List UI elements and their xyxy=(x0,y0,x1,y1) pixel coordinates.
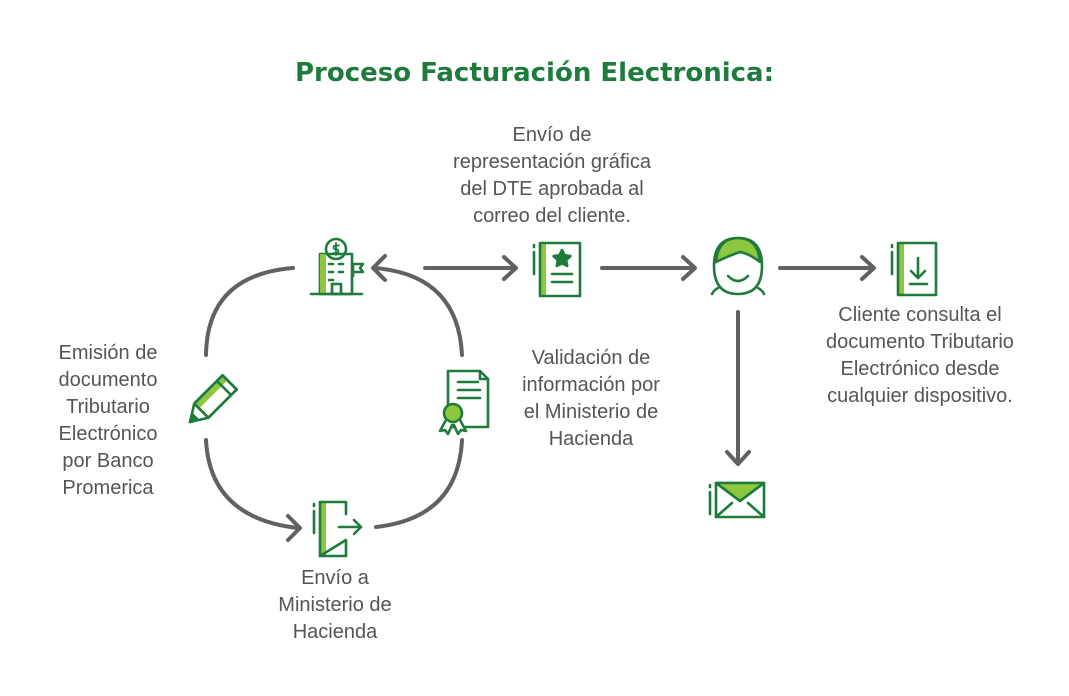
arrow-to-star-doc-head xyxy=(502,255,518,281)
arc-bottom-right xyxy=(374,438,464,529)
step-label-envio-ministerio: Envío a Ministerio de Hacienda xyxy=(278,567,392,643)
bank-building-icon xyxy=(309,237,365,296)
document-send-icon xyxy=(312,500,363,558)
arc-top-right xyxy=(373,266,464,357)
certificate-document-icon xyxy=(438,369,490,436)
step-label-emision: Emisión de documento Tributario Electrón… xyxy=(58,342,158,499)
arrow-to-download-head xyxy=(860,255,876,281)
pencil-icon xyxy=(188,374,238,424)
step-label-cliente-consulta: Cliente consulta el documento Tributario… xyxy=(826,304,1014,407)
client-face-icon xyxy=(710,236,766,296)
arrow-to-client-head xyxy=(681,255,697,281)
arrow-to-mail-head xyxy=(725,450,751,466)
mail-envelope-icon xyxy=(708,481,766,519)
arc-top-right-head xyxy=(371,254,387,282)
arc-bottom-left xyxy=(204,438,300,530)
star-document-icon xyxy=(532,241,582,298)
download-document-icon xyxy=(890,241,938,297)
arc-top-left xyxy=(204,266,295,357)
step-label-validacion: Validación de información por el Ministe… xyxy=(522,347,660,450)
step-label-envio-representacion: Envío de representación gráfica del DTE … xyxy=(453,124,651,227)
page-title: Proceso Facturación Electronica: xyxy=(294,58,775,88)
arc-bottom-left-head xyxy=(286,514,302,542)
